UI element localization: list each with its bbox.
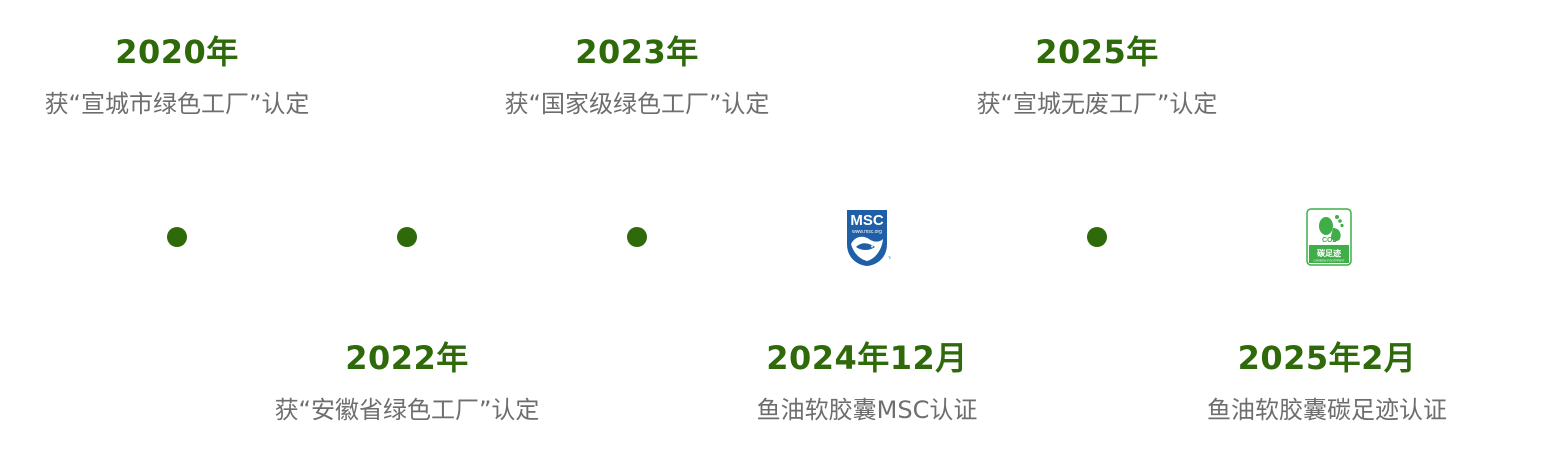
timeline-event-2025: 2025年 获“宣城无废工厂”认定 [927, 32, 1267, 120]
carbon-subtitle: CARBON FOOTPRINT [1313, 259, 1344, 263]
timeline-event-2020: 2020年 获“宣城市绿色工厂”认定 [7, 32, 347, 120]
timeline-event-2024-12: 2024年12月 鱼油软胶囊MSC认证 [697, 338, 1037, 426]
msc-fish-icon [856, 243, 875, 250]
msc-tm: TM [888, 255, 891, 260]
event-year: 2025年 [1035, 33, 1159, 71]
footprint-icon [1319, 215, 1344, 242]
carbon-co2: CO2 [1322, 237, 1337, 244]
timeline-event-2022: 2022年 获“安徽省绿色工厂”认定 [237, 338, 577, 426]
event-description: 获“宣城无废工厂”认定 [976, 90, 1218, 118]
timeline-dot [397, 227, 417, 247]
event-year: 2024年12月 [766, 339, 968, 377]
event-description: 获“国家级绿色工厂”认定 [504, 90, 770, 118]
timeline-event-2023: 2023年 获“国家级绿色工厂”认定 [467, 32, 807, 120]
carbon-label: 碳足迹 [1317, 248, 1341, 258]
msc-badge-icon: MSC www.msc.org TM [847, 210, 891, 266]
event-year: 2020年 [115, 33, 239, 71]
event-description: 获“安徽省绿色工厂”认定 [274, 396, 540, 424]
timeline-dot [627, 227, 647, 247]
event-year: 2022年 [345, 339, 469, 377]
msc-title: MSC [850, 212, 884, 229]
event-description: 获“宣城市绿色工厂”认定 [44, 90, 310, 118]
timeline-dot [1087, 227, 1107, 247]
event-year: 2025年2月 [1237, 339, 1417, 377]
event-description: 鱼油软胶囊碳足迹认证 [1207, 396, 1447, 424]
timeline-event-2025-02: 2025年2月 鱼油软胶囊碳足迹认证 [1157, 338, 1497, 426]
msc-url: www.msc.org [852, 229, 882, 235]
event-description: 鱼油软胶囊MSC认证 [756, 396, 978, 424]
carbon-footprint-badge-icon: CO2 碳足迹 CARBON FOOTPRINT [1306, 208, 1352, 266]
event-year: 2023年 [575, 33, 699, 71]
timeline-dot [167, 227, 187, 247]
